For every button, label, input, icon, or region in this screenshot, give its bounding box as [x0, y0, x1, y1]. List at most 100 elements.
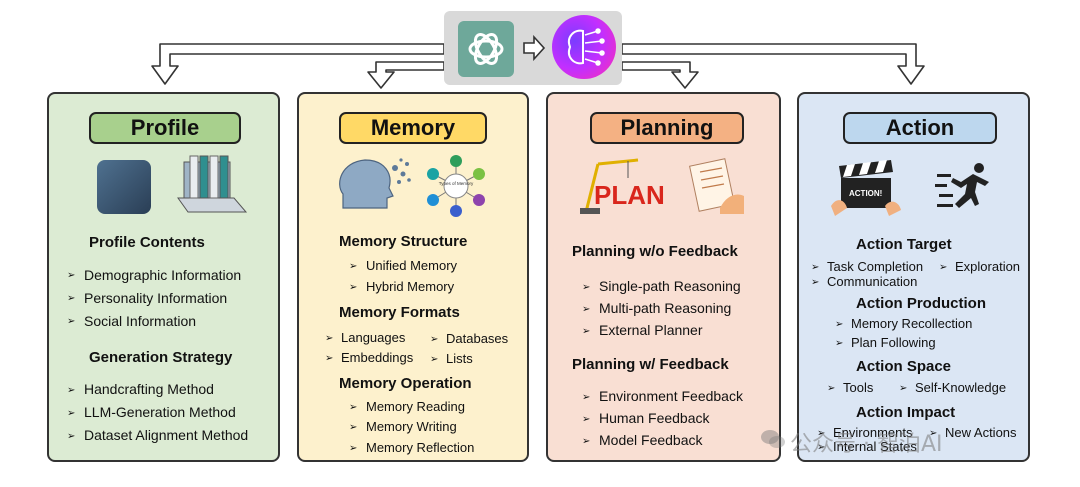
list-item: Unified Memory: [366, 258, 458, 273]
list-item: Social Information: [84, 313, 197, 329]
bullet-icon: ➢: [582, 392, 591, 403]
bullet-icon: ➢: [817, 428, 826, 439]
arrow-to-action: [621, 43, 925, 85]
bullet-icon: ➢: [67, 431, 76, 442]
bullet-icon: ➢: [349, 443, 358, 454]
bullet-icon: ➢: [325, 353, 334, 364]
memory-title: Memory: [339, 112, 487, 144]
list-item: Environments: [833, 425, 913, 440]
profile-contents-heading: Profile Contents: [89, 234, 205, 251]
bullet-icon: ➢: [349, 402, 358, 413]
list-item: Model Feedback: [599, 432, 703, 448]
plan-crane-image: PLAN: [580, 158, 664, 214]
planning-with-feedback-heading: Planning w/ Feedback: [572, 356, 729, 373]
ai-brain-icon: [552, 15, 616, 79]
list-item: External Planner: [599, 322, 703, 338]
profile-title: Profile: [89, 112, 241, 144]
llm-model-box: [444, 11, 622, 85]
list-item: Demographic Information: [84, 267, 242, 283]
bullet-icon: ➢: [817, 442, 826, 453]
bullet-icon: ➢: [582, 304, 591, 315]
bullet-icon: ➢: [582, 414, 591, 425]
list-item: Memory Writing: [366, 419, 457, 434]
memory-operation-heading: Memory Operation: [339, 375, 472, 392]
bullet-icon: ➢: [325, 333, 334, 344]
arrow-to-planning: [621, 61, 699, 89]
list-item: Plan Following: [851, 335, 936, 350]
action-space-heading: Action Space: [856, 358, 952, 375]
arrow-to-memory: [367, 61, 445, 89]
bullet-icon: ➢: [67, 385, 76, 396]
bullet-icon: ➢: [929, 428, 938, 439]
plan-word: PLAN: [594, 180, 664, 210]
list-item: Languages: [341, 330, 406, 345]
clapperboard-image: ACTION!: [831, 160, 901, 216]
action-impact-heading: Action Impact: [856, 404, 956, 421]
bullet-icon: ➢: [430, 354, 439, 365]
brain-head-image: [339, 158, 411, 209]
openai-logo-icon: [458, 21, 514, 77]
list-item: Personality Information: [84, 290, 228, 306]
list-item: Memory Reading: [366, 399, 465, 414]
bullet-icon: ➢: [349, 422, 358, 433]
list-item: Memory Recollection: [851, 316, 973, 331]
bullet-icon: ➢: [811, 277, 820, 288]
list-item: Multi-path Reasoning: [599, 300, 732, 316]
profile-avatar-image: [97, 160, 151, 214]
types-of-memory-image: Types of Memory: [427, 155, 485, 217]
bullet-icon: ➢: [582, 436, 591, 447]
list-item: Tools: [843, 380, 874, 395]
connector-arrows: [151, 43, 925, 89]
list-item: Lists: [446, 351, 473, 366]
list-item: Single-path Reasoning: [599, 278, 741, 294]
memory-structure-heading: Memory Structure: [339, 233, 468, 250]
planning-hand-image: [689, 158, 744, 214]
list-item: Dataset Alignment Method: [84, 427, 249, 443]
action-word: ACTION!: [849, 189, 882, 198]
wechat-icon: [761, 430, 785, 448]
list-item: Handcrafting Method: [84, 381, 214, 397]
list-item: Task Completion: [827, 259, 924, 274]
bullet-icon: ➢: [349, 282, 358, 293]
generation-strategy-heading: Generation Strategy: [89, 349, 233, 366]
bullet-icon: ➢: [349, 261, 358, 272]
action-target-heading: Action Target: [856, 236, 952, 253]
bullet-icon: ➢: [827, 383, 836, 394]
planning-without-feedback-heading: Planning w/o Feedback: [572, 243, 738, 260]
bullet-icon: ➢: [67, 293, 76, 304]
action-panel: Action ACTION! Action Target ➢ Task Comp…: [797, 92, 1030, 462]
list-item: Environment Feedback: [599, 388, 743, 404]
bullet-icon: ➢: [899, 383, 908, 394]
list-item: Self-Knowledge: [915, 380, 1007, 395]
bullet-icon: ➢: [835, 338, 844, 349]
list-item: Memory Reflection: [366, 440, 475, 455]
bullet-icon: ➢: [939, 262, 948, 273]
laptop-files-image: [177, 155, 248, 213]
arrow-to-profile: [151, 43, 445, 85]
action-production-heading: Action Production: [856, 295, 986, 312]
list-item: Databases: [446, 331, 509, 346]
memory-formats-heading: Memory Formats: [339, 304, 460, 321]
bullet-icon: ➢: [582, 282, 591, 293]
profile-panel: Profile Profile Contents ➢ Demographic I…: [47, 92, 280, 462]
list-item: Communication: [827, 274, 918, 289]
list-item: Embeddings: [341, 350, 414, 365]
list-item: New Actions: [945, 425, 1017, 440]
memory-panel: Memory Types of Memory Memory Structure …: [297, 92, 529, 462]
planning-panel: Planning PLAN Planning w/o Feedback ➢ Si…: [546, 92, 781, 462]
action-title: Action: [843, 112, 997, 144]
watermark-text: 公众号 · 智泊AI: [790, 432, 943, 457]
types-of-memory-label: Types of Memory: [439, 181, 474, 186]
list-item: Internal States: [833, 439, 917, 454]
planning-title: Planning: [590, 112, 744, 144]
bullet-icon: ➢: [67, 408, 76, 419]
bullet-icon: ➢: [67, 316, 76, 327]
right-arrow-icon: [523, 35, 546, 61]
list-item: Human Feedback: [599, 410, 710, 426]
list-item: Exploration: [955, 259, 1021, 274]
list-item: Hybrid Memory: [366, 279, 455, 294]
list-item: LLM-Generation Method: [84, 404, 236, 420]
bullet-icon: ➢: [430, 334, 439, 345]
running-figure-icon: [935, 163, 989, 208]
bullet-icon: ➢: [835, 319, 844, 330]
